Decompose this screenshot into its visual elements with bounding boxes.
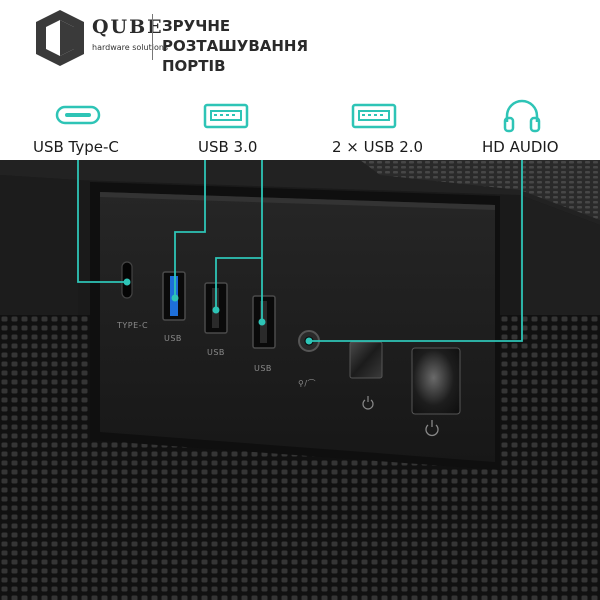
- usb-a-icon: [203, 103, 249, 129]
- brand-name: QUBE: [92, 16, 164, 38]
- port-label-usb-3: USB 3.0: [198, 138, 258, 156]
- headline-line-1: ЗРУЧНЕ РОЗТАШУВАННЯ: [162, 17, 309, 55]
- case-label-audio: ⚲/⌒: [298, 379, 317, 388]
- port-label-usb-type-c: USB Type-C: [33, 138, 119, 156]
- usb-a-icon: [351, 103, 397, 129]
- case-front-panel-photo: [0, 160, 600, 600]
- port-label-hd-audio: HD AUDIO: [482, 138, 559, 156]
- logo-divider: [152, 14, 153, 60]
- case-label-usb-1: USB: [164, 334, 182, 343]
- case-label-type-c: TYPE-C: [117, 321, 149, 330]
- case-label-usb-3: USB: [254, 364, 272, 373]
- case-label-usb-2: USB: [207, 348, 225, 357]
- page-headline: ЗРУЧНЕ РОЗТАШУВАННЯ ПОРТІВ: [162, 16, 362, 76]
- port-label-usb-2: 2 × USB 2.0: [332, 138, 424, 156]
- headline-line-2: ПОРТІВ: [162, 57, 226, 75]
- qube-logo-icon: [36, 10, 84, 66]
- usb-c-icon: [55, 105, 101, 125]
- brand-tagline: hardware solutions: [92, 43, 169, 52]
- headphones-icon: [503, 99, 541, 133]
